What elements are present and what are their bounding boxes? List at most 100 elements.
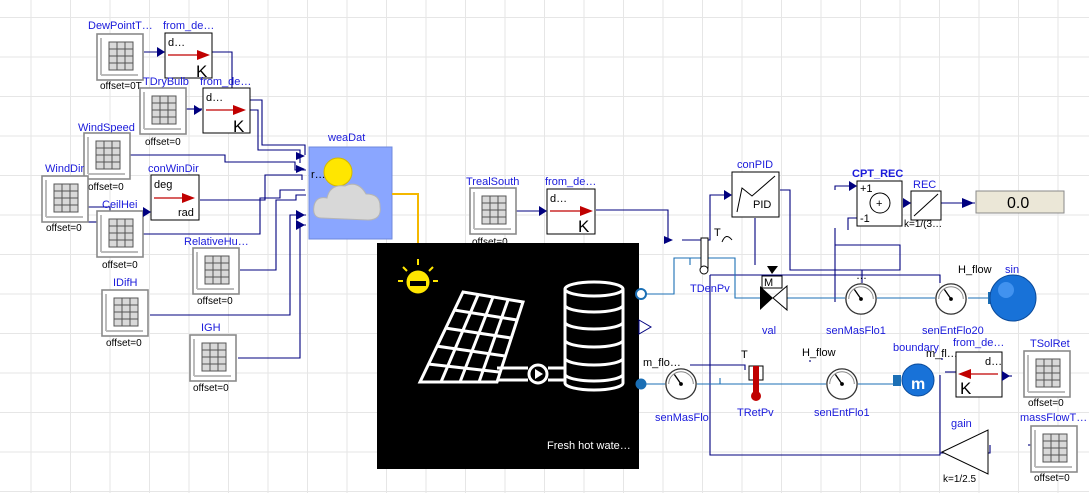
minus1-label: -1	[860, 213, 870, 225]
combitable-icon	[1023, 350, 1071, 398]
weadat-block[interactable]: weaDat r…	[308, 132, 419, 262]
conpid-label: conPID	[737, 159, 773, 171]
dewpoint-label: DewPointT…	[88, 20, 153, 32]
combitable-icon	[192, 247, 240, 295]
val-block[interactable]: val M	[760, 266, 788, 337]
from-degc-label-1: from_de…	[163, 20, 214, 32]
sin-boundary[interactable]: sin	[988, 264, 1037, 322]
from-degc-label-2: from_de…	[200, 76, 251, 88]
pipe-pump-icon	[497, 363, 565, 385]
tretpv-label: TRetPv	[737, 407, 774, 419]
ceilhei-offset: offset=0	[102, 260, 138, 271]
boundary-block[interactable]: boundary m_fl… m	[893, 342, 958, 397]
tsolret-table-block[interactable]: TSolRet offset=0	[1023, 338, 1071, 409]
rec-label: REC	[913, 179, 936, 191]
tretpv-sensor[interactable]: TRetPv T	[737, 349, 774, 419]
storage-tank-icon	[563, 280, 625, 392]
combitable-icon	[469, 187, 517, 235]
gauge-port-label: …	[856, 270, 867, 282]
input-arrowheads	[143, 47, 1010, 381]
hflow-label-2: H_flow	[802, 347, 836, 359]
tdrybulb-table-block[interactable]: TDryBulb offset=0	[139, 76, 189, 148]
unit-in-label: d…	[206, 92, 223, 104]
plus1-label: +1	[860, 183, 873, 195]
conpid-block[interactable]: conPID PID	[731, 159, 780, 218]
solar-system-panel[interactable]: Fresh hot wate…	[377, 243, 652, 469]
conwindir-label: conWinDir	[148, 163, 199, 175]
mflo-label: m_flo…	[643, 357, 681, 369]
senentflo20-sensor[interactable]: H_flow senEntFlo20	[922, 264, 992, 337]
cpt-rec-label: CPT_REC	[852, 168, 903, 180]
dewpoint-table-block[interactable]: DewPointT… offset=0T	[88, 20, 153, 92]
winddir-offset: offset=0	[46, 223, 82, 234]
sin-label: sin	[1005, 264, 1019, 276]
combitable-icon	[96, 210, 144, 258]
senmasflo-sensor[interactable]: senMasFlo m_flo…	[643, 357, 709, 424]
gain-k-label: k=1/2.5	[943, 474, 977, 485]
flow-gauge-icon	[845, 283, 877, 315]
cpt-rec-block[interactable]: CPT_REC +1 -1 +	[852, 168, 903, 227]
boundary-m-label: m	[911, 376, 925, 393]
port-a-connector[interactable]	[635, 378, 647, 390]
from-degc-block-3[interactable]: from_de… d… K	[545, 176, 596, 236]
enthalpy-gauge-icon	[935, 283, 967, 315]
trealsouth-table-block[interactable]: TrealSouth offset=0	[466, 176, 519, 248]
senmasflo1-sensor[interactable]: senMasFlo1 …	[826, 270, 886, 337]
idifh-table-block[interactable]: IDifH offset=0	[101, 277, 149, 349]
trealsouth-label: TrealSouth	[466, 176, 519, 188]
from-degc-label-3: from_de…	[545, 176, 596, 188]
combitable-icon	[1030, 425, 1078, 473]
relhum-table-block[interactable]: RelativeHu… offset=0	[184, 236, 249, 307]
combitable-icon	[96, 33, 144, 81]
unit-out-label: K	[196, 62, 208, 81]
windspeed-label: WindSpeed	[78, 122, 135, 134]
sun-cloud-icon	[313, 157, 381, 221]
tdenpv-sensor[interactable]: TDenPv T	[690, 227, 733, 295]
igh-offset: offset=0	[193, 383, 229, 394]
combitable-icon	[101, 289, 149, 337]
display-block: 0.0	[962, 190, 1065, 214]
combitable-icon	[189, 334, 237, 382]
flow-gauge-icon	[665, 368, 697, 400]
windspeed-table-block[interactable]: WindSpeed offset=0	[78, 122, 135, 193]
output-port[interactable]	[638, 319, 652, 335]
conwindir-block[interactable]: conWinDir deg rad	[148, 163, 200, 221]
t-label: T	[714, 227, 721, 239]
port-b-connector[interactable]	[635, 288, 647, 300]
unit-out-label: K	[960, 379, 972, 398]
gain-block[interactable]: gain k=1/2.5	[940, 418, 989, 485]
from-degc-block-1[interactable]: from_de… d… K	[163, 20, 214, 81]
relhum-offset: offset=0	[197, 296, 233, 307]
fluid-pipes	[642, 257, 990, 385]
from-degc-block-2[interactable]: from_de… d… K	[200, 76, 251, 136]
plus-sign: +	[876, 198, 882, 210]
from-degc-block-4[interactable]: from_de… d… K	[953, 337, 1004, 398]
gain-label: gain	[951, 418, 972, 430]
ceilhei-table-block[interactable]: CeilHei offset=0	[96, 199, 144, 271]
tdenpv-label: TDenPv	[690, 283, 730, 295]
enthalpy-gauge-icon	[826, 368, 858, 400]
tdrybulb-label: TDryBulb	[143, 76, 189, 88]
unit-in-label: d…	[550, 193, 567, 205]
senentflo1-sensor[interactable]: H_flow senEntFlo1	[802, 347, 870, 419]
winddir-table-block[interactable]: WindDir offset=0	[41, 163, 89, 234]
igh-table-block[interactable]: IGH offset=0	[189, 322, 237, 394]
unit-out-label: K	[233, 117, 245, 136]
deg-label: deg	[154, 179, 172, 191]
tsolret-offset: offset=0	[1028, 398, 1064, 409]
t-label: T	[741, 349, 748, 361]
senentflo1-label: senEntFlo1	[814, 407, 870, 419]
rad-label: rad	[178, 207, 194, 219]
pid-text: PID	[753, 199, 771, 211]
lightbulb-icon	[398, 259, 438, 294]
panel-caption: Fresh hot wate…	[547, 440, 631, 452]
weadat-port-label: r…	[311, 169, 326, 181]
unit-in-label: d…	[985, 356, 1002, 368]
rec-block[interactable]: REC k=1/(3…	[904, 179, 942, 230]
tsolret-label: TSolRet	[1030, 338, 1070, 350]
display-value: 0.0	[1007, 195, 1029, 212]
senentflo20-label: senEntFlo20	[922, 325, 984, 337]
massflowt-table-block[interactable]: massFlowT… offset=0	[1020, 412, 1087, 484]
motor-label: M	[764, 277, 773, 289]
